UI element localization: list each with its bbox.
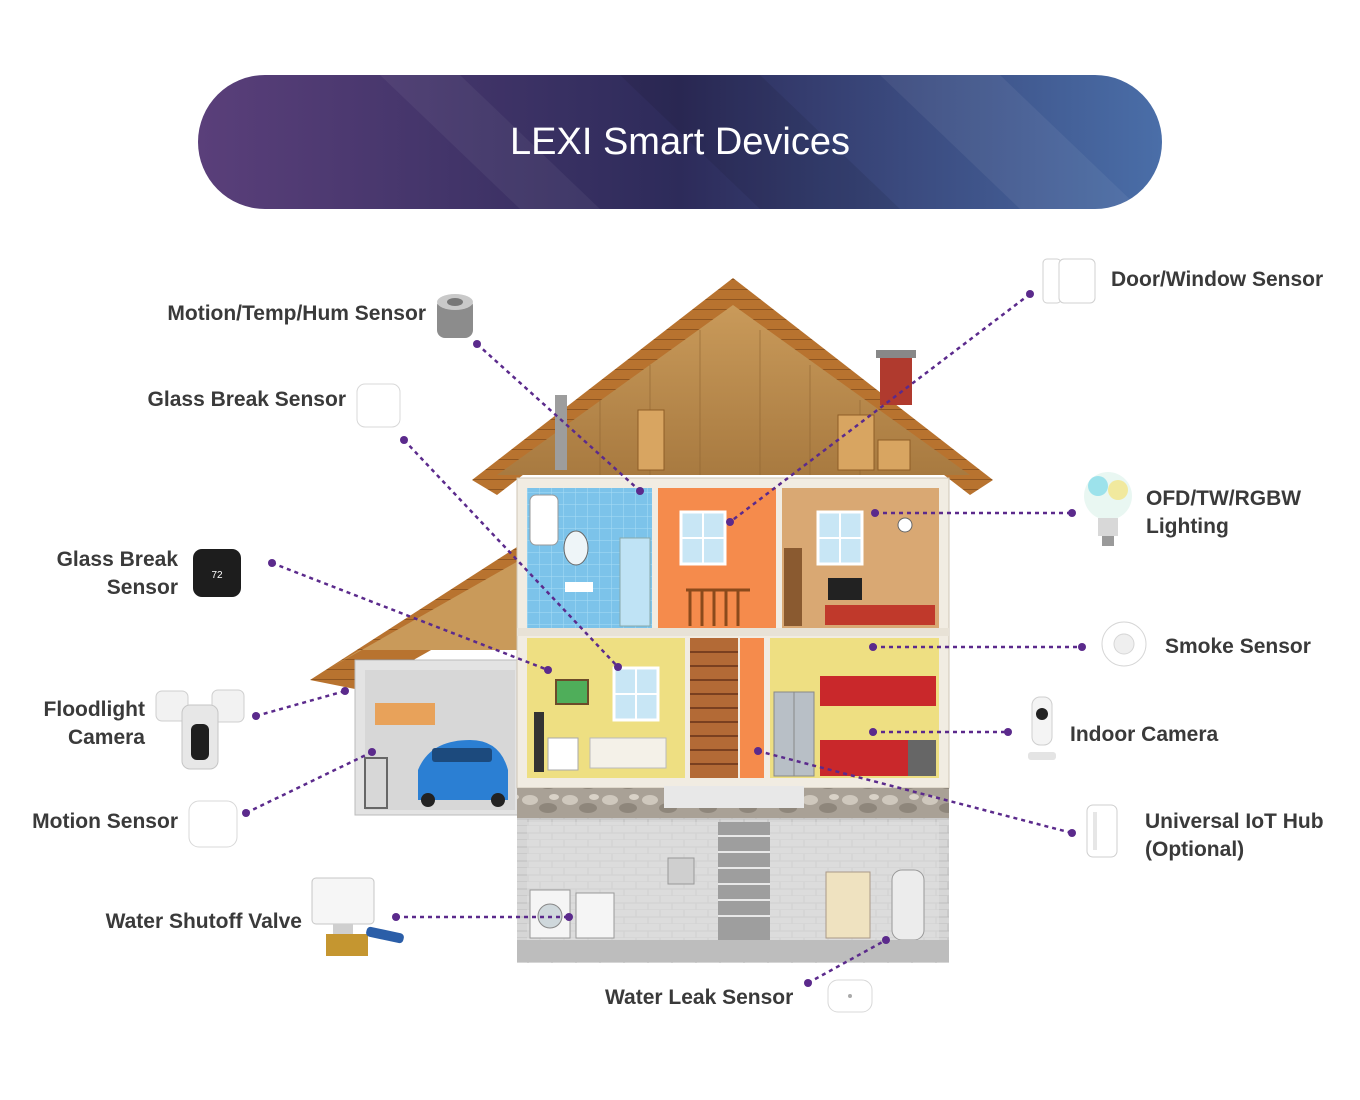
thermostat-icon: 72 [193,549,241,597]
door-window-sensor-icon [1042,258,1096,304]
svg-text:72: 72 [211,570,223,581]
label-motion-temp-hum-sensor: Motion/Temp/Hum Sensor [167,302,426,325]
banner-title: LEXI Smart Devices [510,120,850,163]
motion-sensor-icon [188,800,238,848]
motion-temp-hum-sensor-icon [437,294,473,338]
label-door-window-sensor: Door/Window Sensor [1111,268,1324,291]
label-indoor-camera: Indoor Camera [1070,723,1219,746]
indoor-camera-icon [1028,696,1056,760]
label-smoke-sensor: Smoke Sensor [1165,635,1311,658]
water-shutoff-valve-icon [311,877,404,956]
smoke-sensor-icon [1101,621,1147,667]
smart-bulb-icon [1084,472,1132,546]
iot-hub-icon [1086,804,1118,858]
glass-break-sensor-icon [356,383,401,428]
connector-dots [242,290,1086,987]
car [418,740,508,807]
floodlight-camera-icon [155,689,245,770]
label-glass-break-sensor-top: Glass Break Sensor [147,388,346,411]
house-illustration [310,278,993,963]
label-iot-hub: Universal IoT Hub (Optional) [1145,810,1324,861]
label-water-leak-sensor: Water Leak Sensor [605,986,794,1009]
label-motion-sensor: Motion Sensor [32,810,178,833]
connector-lines [245,293,1082,985]
label-water-shutoff-valve: Water Shutoff Valve [105,910,302,933]
label-floodlight-camera: Floodlight Camera [43,698,145,749]
label-glass-break-sensor-side: Glass Break Sensor [56,548,178,599]
title-banner [198,75,1162,209]
water-leak-sensor-icon [827,979,873,1013]
chimney [880,355,912,405]
label-lighting: OFD/TW/RGBW Lighting [1146,487,1302,538]
